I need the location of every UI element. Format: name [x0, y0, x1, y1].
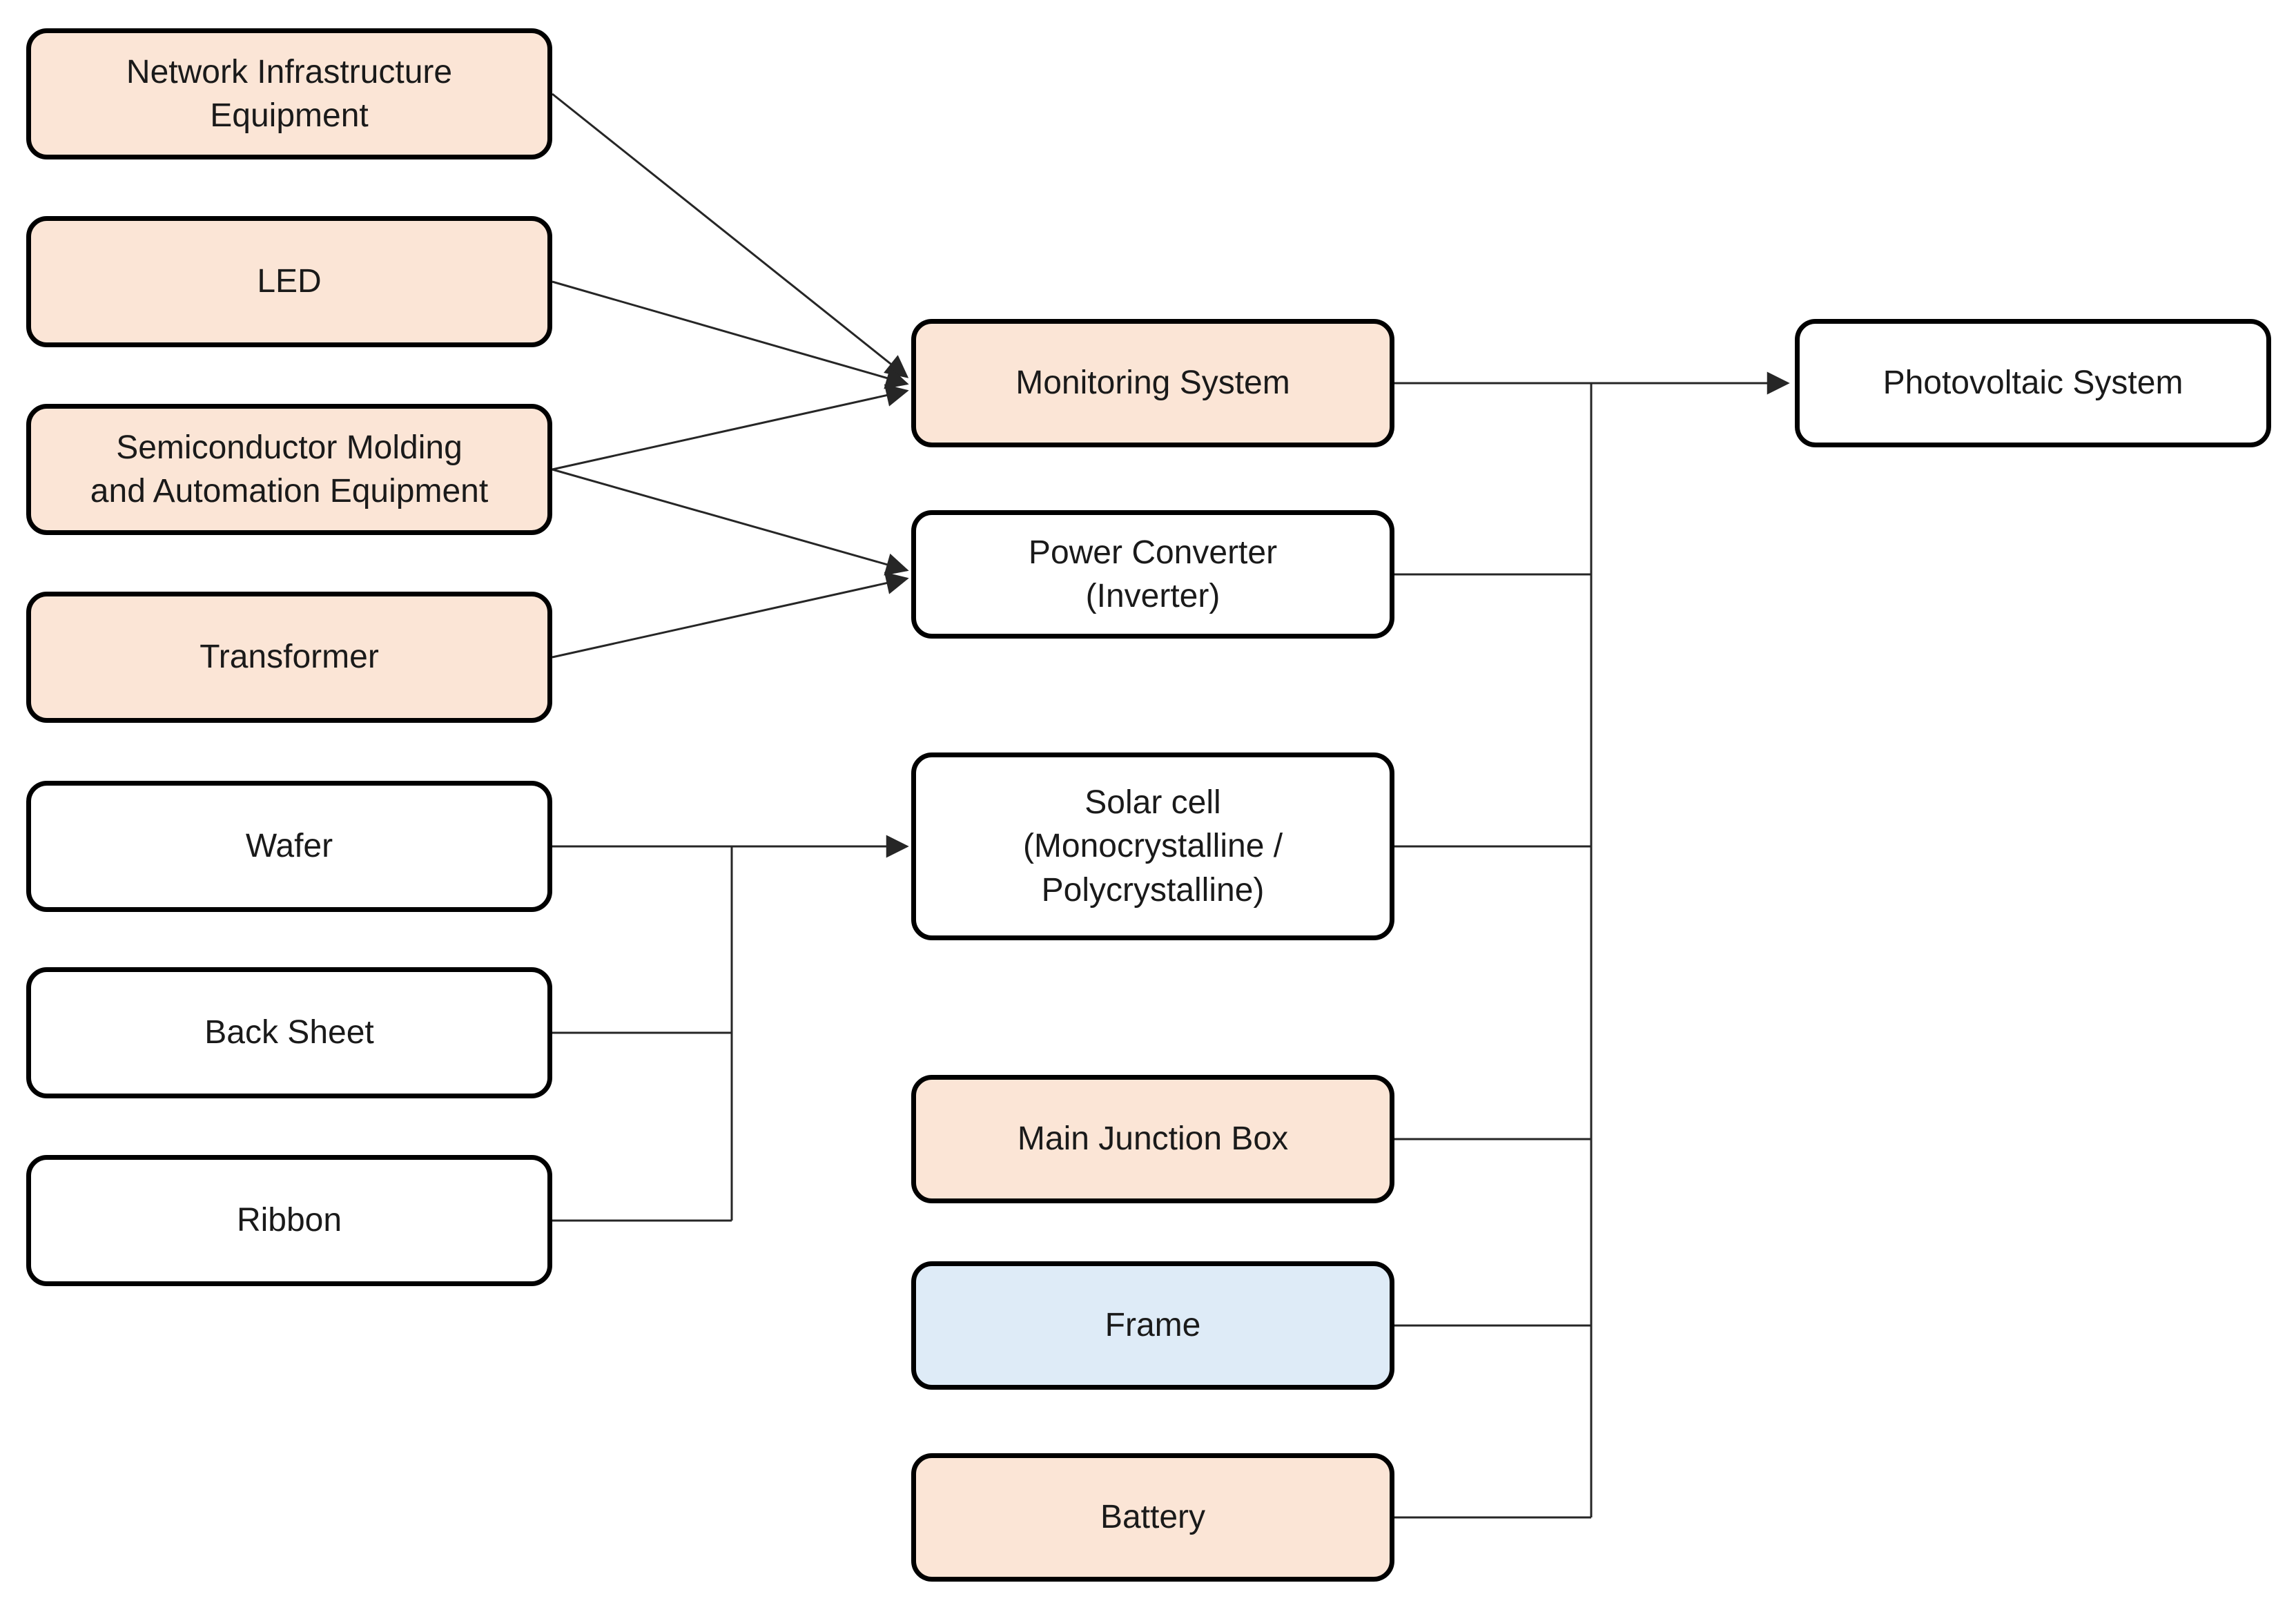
node-back-sheet: Back Sheet [26, 967, 552, 1098]
node-label: Ribbon [236, 1202, 342, 1239]
node-label: Wafer [245, 828, 333, 865]
node-monitoring-system: Monitoring System [911, 319, 1394, 447]
node-label: Main Junction Box [1017, 1120, 1289, 1158]
edge-network-infrastructure-to-monitoring [552, 93, 909, 378]
node-label: Transformer [200, 639, 379, 676]
node-wafer: Wafer [26, 781, 552, 912]
node-solar-cell: Solar cell (Monocrystalline / Polycrysta… [911, 752, 1394, 940]
node-transformer: Transformer [26, 592, 552, 723]
node-network-infrastructure-equipment: Network Infrastructure Equipment [26, 28, 552, 159]
node-label: Back Sheet [204, 1014, 374, 1051]
node-label: Monitoring System [1015, 365, 1290, 402]
node-battery: Battery [911, 1453, 1394, 1582]
node-label: Solar cell (Monocrystalline / Polycrysta… [1022, 784, 1283, 909]
node-led: LED [26, 216, 552, 347]
node-label: Frame [1105, 1307, 1201, 1344]
node-label: LED [257, 263, 322, 300]
edge-transformer-to-power-converter [552, 572, 909, 659]
node-semiconductor-molding-and-automation-equipment: Semiconductor Molding and Automation Equ… [26, 404, 552, 535]
node-label: Battery [1100, 1499, 1206, 1536]
node-label: Photovoltaic System [1882, 365, 2183, 402]
node-label: Network Infrastructure Equipment [126, 53, 453, 134]
node-main-junction-box: Main Junction Box [911, 1075, 1394, 1203]
node-photovoltaic-system: Photovoltaic System [1795, 319, 2271, 447]
node-label: Power Converter (Inverter) [1028, 534, 1278, 614]
node-ribbon: Ribbon [26, 1155, 552, 1286]
edge-led-to-monitoring [552, 280, 909, 389]
edge-semiconductor-to-power-converter [552, 468, 909, 576]
edge-semiconductor-to-monitoring [552, 384, 909, 471]
node-frame: Frame [911, 1261, 1394, 1390]
node-power-converter-inverter: Power Converter (Inverter) [911, 510, 1394, 639]
node-label: Semiconductor Molding and Automation Equ… [90, 429, 489, 509]
